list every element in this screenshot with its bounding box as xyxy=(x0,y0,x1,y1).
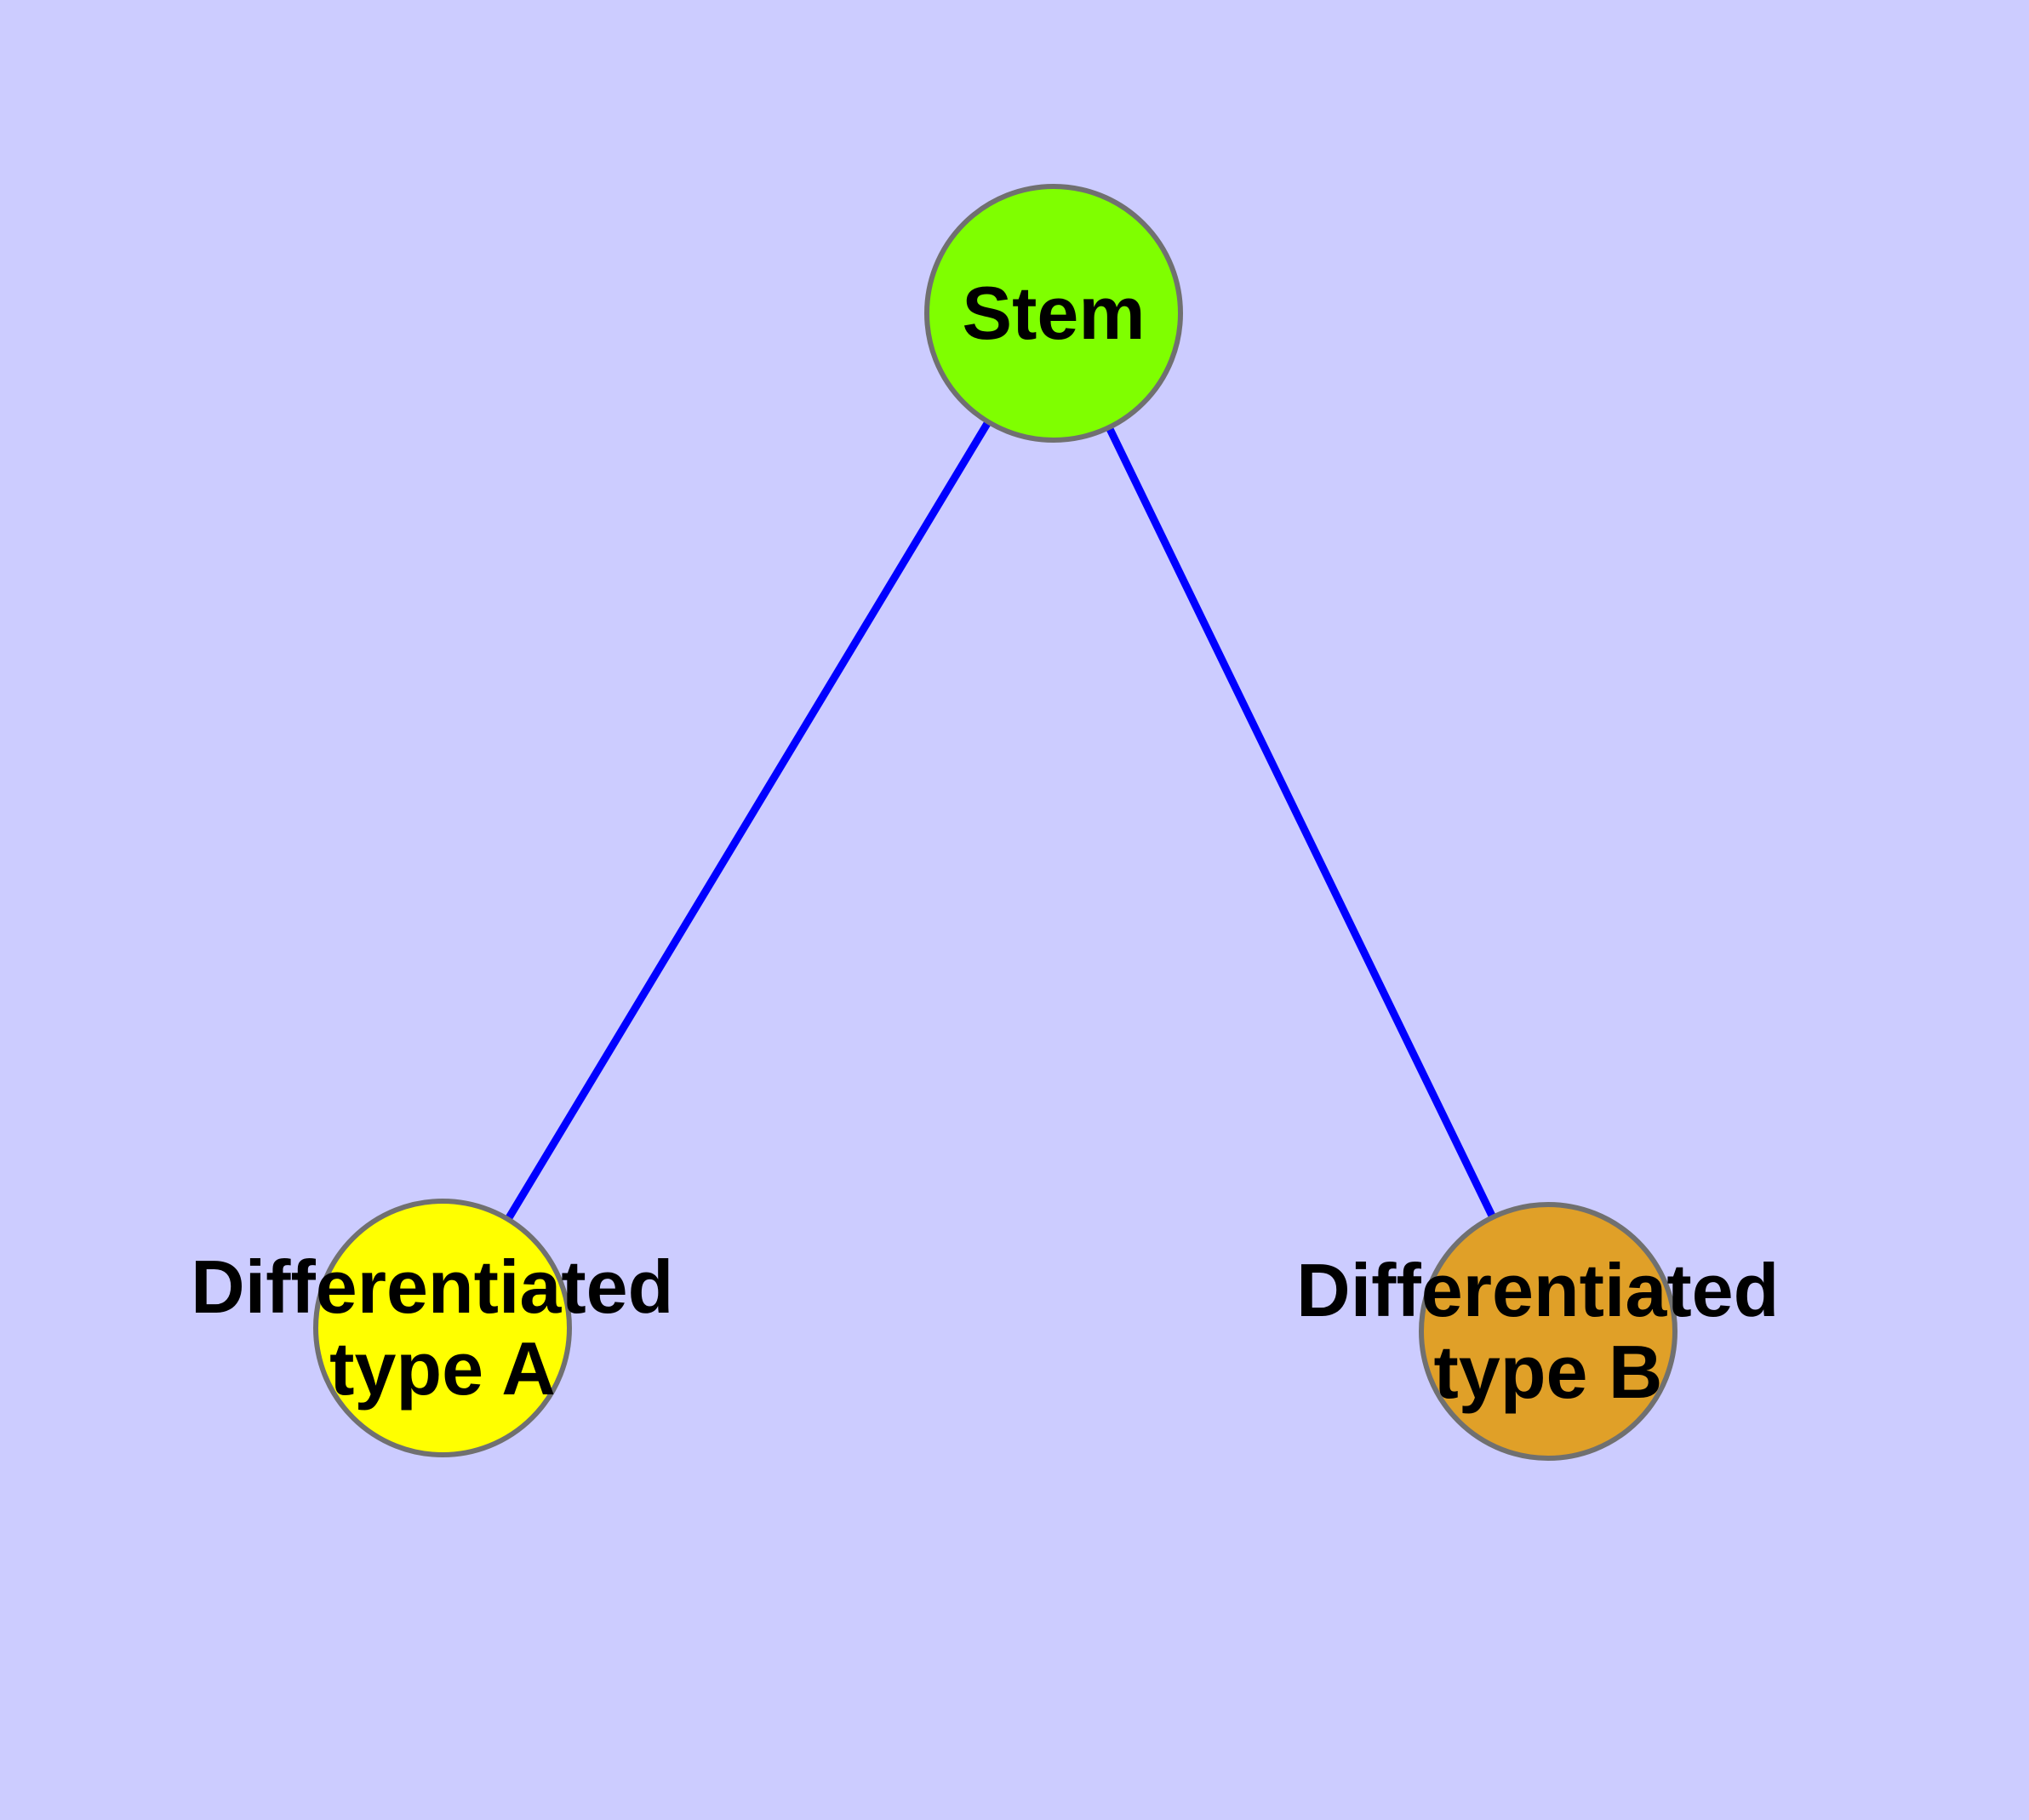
node-stem-circle[interactable] xyxy=(924,184,1183,443)
node-stem-label: Stem xyxy=(962,271,1145,355)
edge-stem-to-differentiated-type-b[interactable] xyxy=(1104,423,1498,1222)
node-differentiated-type-a-label-line-1: Differentiated xyxy=(191,1245,673,1329)
node-differentiated-type-a[interactable] xyxy=(313,1199,572,1457)
node-stem-label-line-1: Stem xyxy=(962,271,1145,355)
node-differentiated-type-b-label: Differentiated type B xyxy=(1296,1248,1800,1414)
label-layer: Stem Differentiated type A Differentiate… xyxy=(191,271,1800,1414)
node-differentiated-type-b-circle[interactable] xyxy=(1419,1202,1677,1461)
node-differentiated-type-a-circle[interactable] xyxy=(313,1199,572,1457)
node-differentiated-type-b-label-line-2: type B xyxy=(1434,1330,1663,1414)
node-differentiated-type-a-label: Differentiated type A xyxy=(191,1245,694,1411)
node-stem[interactable] xyxy=(924,184,1183,443)
edge-layer xyxy=(503,417,1498,1224)
node-layer xyxy=(313,184,1677,1461)
edge-stem-to-differentiated-type-a[interactable] xyxy=(503,417,993,1224)
node-differentiated-type-b[interactable] xyxy=(1419,1202,1677,1461)
node-differentiated-type-a-label-line-2: type A xyxy=(329,1326,556,1411)
node-differentiated-type-b-label-line-1: Differentiated xyxy=(1296,1248,1779,1332)
